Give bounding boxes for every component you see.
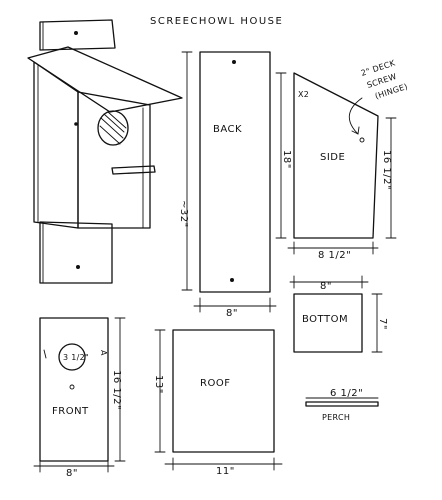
bottom-label: BOTTOM xyxy=(302,314,348,325)
bottom-panel: BOTTOM 8" 7" xyxy=(289,275,388,353)
side-width-dim: 8 1/2" xyxy=(318,250,351,261)
side-qty: X2 xyxy=(298,90,309,99)
back-panel: BACK ~32" 8" xyxy=(178,51,277,319)
front-width-dim: 8" xyxy=(66,468,78,479)
perch-part: 6 1/2" PERCH xyxy=(305,388,379,422)
entrance-hole xyxy=(97,110,129,146)
assembled-house-sketch xyxy=(27,19,183,284)
side-back-height-dim: 16 1/2" xyxy=(381,150,392,190)
front-height-dim: 16 1/2" xyxy=(111,370,122,410)
front-panel: 3 1/2" FRONT A 16 1/2" 8" xyxy=(33,317,126,479)
bottom-width-dim: 8" xyxy=(320,281,332,292)
perch-dowel xyxy=(111,165,156,175)
front-entrance-hole xyxy=(58,343,86,371)
top-screw-hole xyxy=(74,31,78,35)
roof-width-dim: 11" xyxy=(216,466,235,477)
side-front-height-dim: 18" xyxy=(281,150,292,169)
front-hole-offset-mark: A xyxy=(99,350,108,356)
back-label: BACK xyxy=(213,124,242,135)
note-arrow xyxy=(348,97,363,135)
front-label: FRONT xyxy=(52,406,89,417)
roof-label: ROOF xyxy=(200,378,230,389)
side-label: SIDE xyxy=(320,152,345,163)
perch-length-dim: 6 1/2" xyxy=(330,388,363,399)
side-panel: X2 SIDE 18" 16 1/2" 8 1/2" xyxy=(275,72,397,261)
perch-label: PERCH xyxy=(322,413,350,422)
front-hole-dim: 3 1/2" xyxy=(63,353,89,362)
plan-title: SCREECHOWL HOUSE xyxy=(150,16,283,27)
back-width-dim: 8" xyxy=(226,308,238,319)
roof-panel: ROOF 13" 11" xyxy=(153,329,283,477)
bottom-screw-hole xyxy=(76,265,80,269)
hinge-screw-note: 2" DECK SCREW (HINGE) xyxy=(348,58,409,135)
bottom-height-dim: 7" xyxy=(377,318,388,330)
roof-height-dim: 13" xyxy=(153,375,164,394)
back-height-dim: ~32" xyxy=(178,200,189,228)
